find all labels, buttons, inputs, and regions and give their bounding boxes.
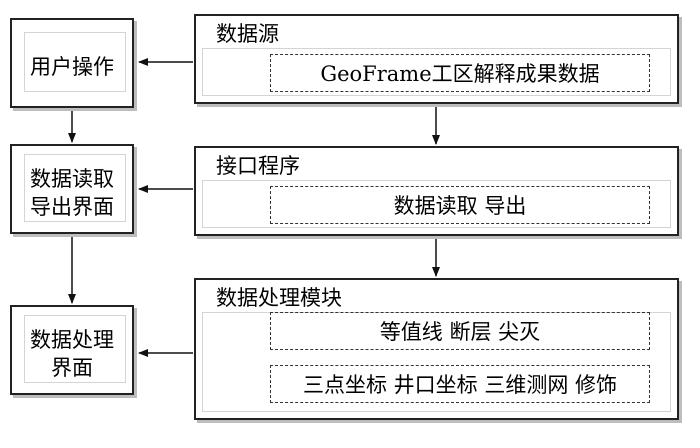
processing-module-row1: 等值线 断层 尖灭	[270, 312, 650, 350]
processing-module-row2: 三点坐标 井口坐标 三维测网 修饰	[270, 365, 650, 403]
user-operation-label: 用户操作	[30, 55, 114, 79]
user-operation-inner	[24, 32, 126, 92]
read-export-ui-inner	[24, 154, 126, 222]
interface-program-inner	[202, 180, 671, 228]
data-source-box: 数据源 GeoFrame工区解释成果数据	[194, 14, 679, 104]
interface-program-content: 数据读取 导出	[270, 186, 650, 224]
user-operation-box: 用户操作	[10, 18, 134, 108]
read-export-ui-label-line1: 数据读取	[30, 167, 114, 191]
read-export-ui-label-line2: 导出界面	[30, 195, 114, 219]
process-ui-label-line1: 数据处理	[30, 328, 114, 352]
process-ui-inner	[24, 315, 126, 383]
interface-program-box: 接口程序 数据读取 导出	[194, 146, 679, 236]
data-source-inner	[202, 48, 671, 96]
process-ui-box: 数据处理 界面	[10, 305, 134, 395]
interface-program-title: 接口程序	[216, 154, 300, 178]
processing-module-title: 数据处理模块	[216, 286, 342, 310]
data-source-title: 数据源	[216, 22, 279, 46]
process-ui-label-line2: 界面	[51, 356, 93, 380]
processing-module-box: 数据处理模块 等值线 断层 尖灭 三点坐标 井口坐标 三维测网 修饰	[194, 278, 679, 420]
data-source-content: GeoFrame工区解释成果数据	[270, 54, 650, 92]
read-export-ui-box: 数据读取 导出界面	[10, 144, 134, 234]
